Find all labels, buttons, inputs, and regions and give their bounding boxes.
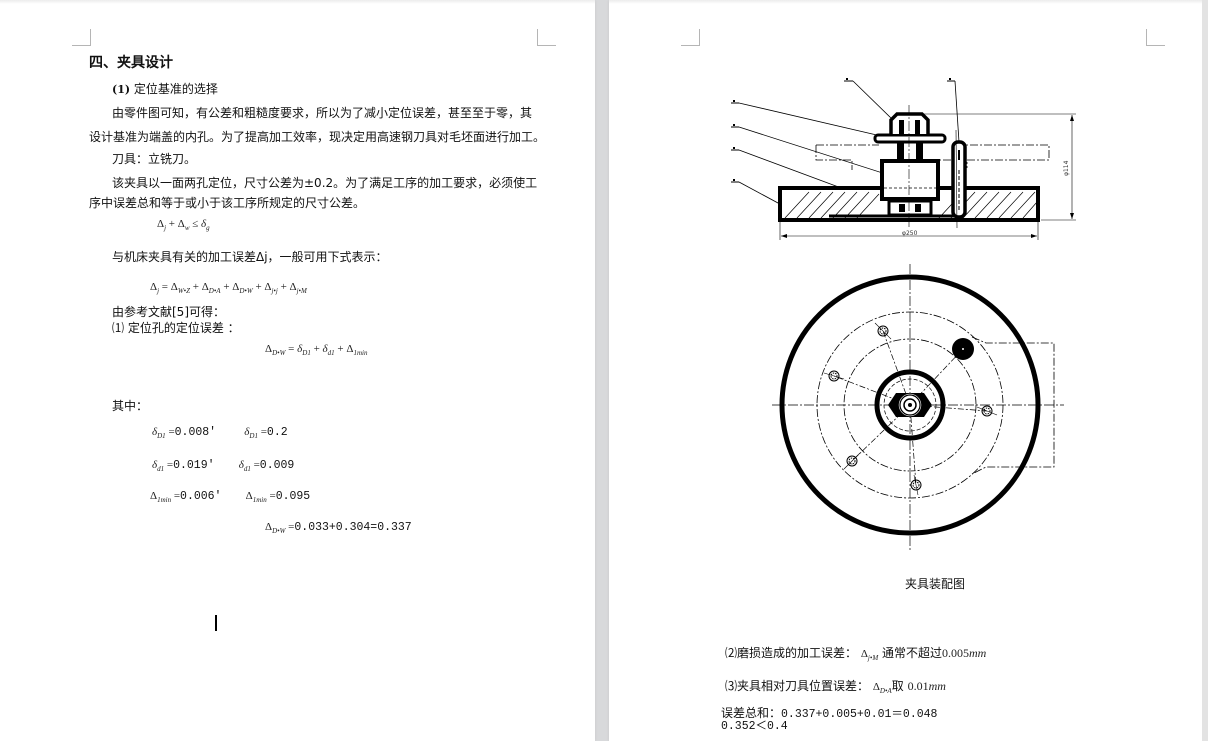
page-top-shadow: [0, 0, 595, 4]
where-label: 其中：: [112, 399, 149, 413]
value-row: Δ1min =0.006' Δ1min =0.095: [150, 490, 311, 504]
tool-line: 刀具：立铣刀。: [112, 152, 197, 166]
value-row: δD1 =0.008' δD1 =0.2: [152, 426, 288, 440]
result-row: ΔD•W =0.033+0.304=0.337: [265, 521, 412, 535]
document-page-left[interactable]: 四、夹具设计 (1) 定位基准的选择 由零件图可知，有公差和粗糙度要求，所以为了…: [0, 0, 595, 741]
item-3-line: ⑶夹具相对刀具位置误差： ΔD•A取 0.01mm: [725, 679, 946, 695]
margin-corner-mark: [681, 29, 700, 46]
reference-line: 由参考文献[5]可得：: [112, 305, 225, 319]
subheading: (1) 定位基准的选择: [112, 82, 218, 97]
item-1-heading: ⑴ 定位孔的定位误差 ：: [112, 321, 240, 335]
paragraph-line: 与机床夹具有关的加工误差Δj，一般可用下式表示：: [112, 250, 388, 264]
text-cursor: [215, 615, 217, 631]
dimension-width-label: φ250: [902, 230, 918, 237]
subheading-text: 定位基准的选择: [130, 82, 218, 96]
comparison-line: 0.352＜0.4: [721, 720, 788, 733]
margin-corner-mark: [72, 29, 91, 46]
paragraph-line: 设计基准为端盖的内孔。为了提高加工效率，现决定用高速钢刀具对毛坯面进行加工。: [89, 130, 546, 144]
formula-positioning-error: ΔD•W = δD1 + δd1 + Δ1min: [265, 343, 368, 357]
dimension-height-label: φ114: [1063, 160, 1070, 176]
scrollbar-track[interactable]: [1202, 0, 1208, 741]
item-2-line: ⑵磨损造成的加工误差： Δj•M 通常不超过0.005mm: [725, 646, 987, 662]
section-heading: 四、夹具设计: [89, 55, 173, 71]
margin-corner-mark: [1146, 29, 1165, 46]
document-page-right[interactable]: φ250 φ114: [609, 0, 1202, 741]
paragraph-line: 该夹具以一面两孔定位，尺寸公差为±0.2。为了满足工序的加工要求，必须使工: [112, 176, 538, 190]
value-row: δd1 =0.019' δd1 =0.009: [152, 459, 295, 473]
page-top-shadow: [609, 0, 1202, 4]
formula-error-components: Δj = ΔW•Z + ΔD•A + ΔD•W + Δj•j + Δj•M: [150, 281, 307, 295]
paragraph-line: 由零件图可知，有公差和粗糙度要求，所以为了减小定位误差，甚至至于零，其: [112, 106, 533, 120]
paragraph-line: 序中误差总和等于或小于该工序所规定的尺寸公差。: [89, 196, 366, 210]
figure-caption: 夹具装配图: [905, 577, 966, 591]
subheading-number: (1): [112, 83, 131, 96]
fixture-section-drawing: φ250 φ114: [731, 78, 1076, 240]
error-sum-line: 误差总和：0.337+0.005+0.01＝0.048: [721, 706, 938, 721]
fixture-plan-drawing: [772, 264, 1064, 550]
margin-corner-mark: [537, 29, 556, 46]
formula-error-sum: Δj + Δw ≤ δg: [157, 218, 210, 232]
